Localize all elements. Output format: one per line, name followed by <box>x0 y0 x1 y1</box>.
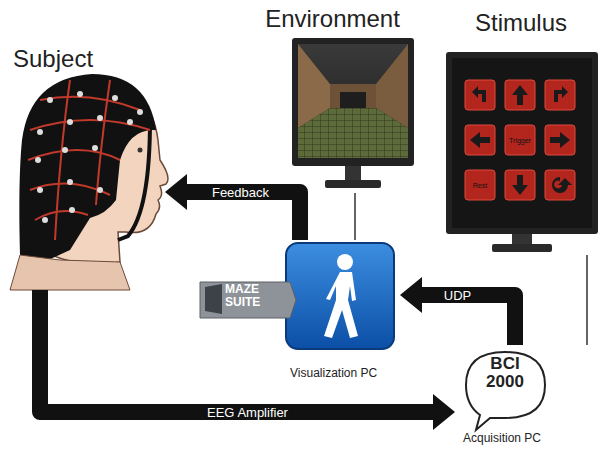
button-label: Rest <box>473 182 487 189</box>
connector-line <box>355 193 356 240</box>
acquisition-pc: BCI 2000Acquisition PC <box>455 345 595 450</box>
flow-arrow <box>40 290 455 430</box>
environment-display: Environment <box>245 3 420 193</box>
visualization-pc: MAZE SUITE Visualization PC <box>195 240 400 385</box>
maze-suite-icon <box>200 243 394 349</box>
node-heading: Subject <box>13 45 93 73</box>
node-heading: Environment <box>265 5 400 33</box>
edge-label: EEG Amplifier <box>204 405 291 420</box>
logo-text: MAZE SUITE <box>225 283 287 308</box>
button-label: Trigger <box>509 137 531 144</box>
edge-label: Feedback <box>209 185 272 200</box>
environment-monitor <box>292 38 414 188</box>
flow-arrow <box>165 174 300 240</box>
stimulus-display: Stimulus <box>440 3 602 255</box>
subject-head <box>10 74 168 290</box>
node-caption: Acquisition PC <box>463 431 541 445</box>
subject-figure: Subject <box>5 45 165 290</box>
node-heading: Stimulus <box>475 9 567 37</box>
flow-arrow <box>400 277 515 345</box>
bci2000-logo <box>466 352 545 430</box>
node-caption: Visualization PC <box>290 366 377 380</box>
logo-text: BCI 2000 <box>477 355 533 391</box>
edge-label: UDP <box>441 288 474 303</box>
connector-line <box>587 255 588 345</box>
stimulus-monitor <box>446 52 598 252</box>
